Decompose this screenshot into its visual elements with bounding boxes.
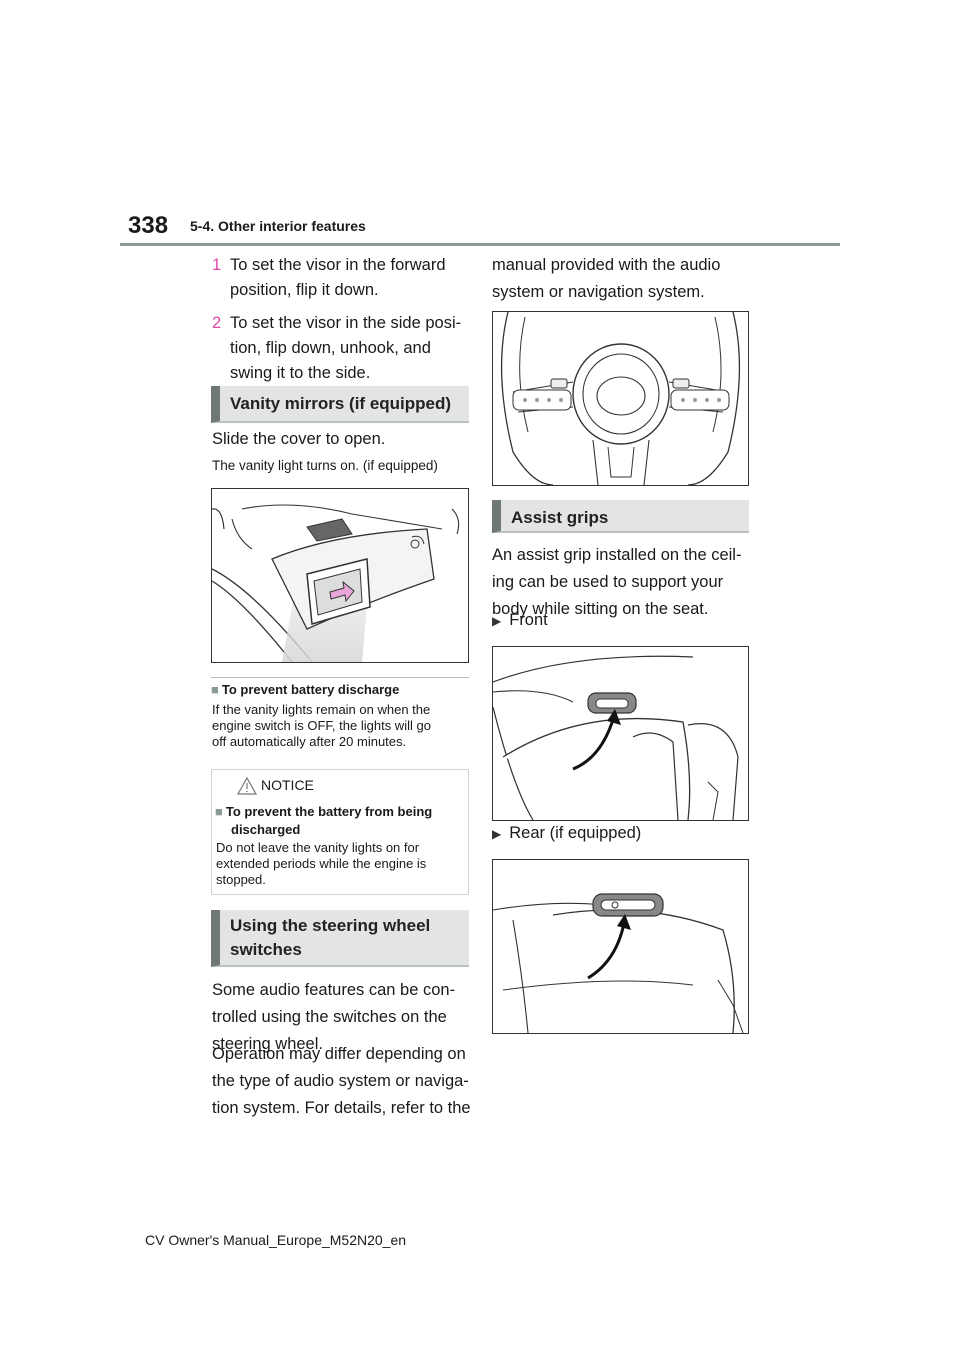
triangle-bullet-icon: ▶ [492,827,502,841]
front-grip-drawing [492,655,739,821]
rear-assist-grip-illustration [492,859,749,1034]
notice-text-line: extended periods while the engine is [216,856,427,871]
notice-text: Do not leave the vanity lights on for ex… [216,840,466,888]
step-number: 1 [212,256,222,274]
heading-line: switches [230,940,302,959]
assist-paragraph: An assist grip installed on the ceil- in… [492,542,754,623]
square-bullet-icon: ■ [211,682,219,697]
heading-line: Using the steering wheel [230,916,431,935]
paragraph-line: tion system. For details, refer to the [212,1099,471,1117]
step-text: position, flip it down. [230,281,379,299]
notice-text-line: Do not leave the vanity lights on for [216,840,420,855]
paragraph-line: system or navigation system. [492,283,705,301]
steering-paragraph-2: Operation may differ depending on the ty… [212,1041,474,1122]
steering-switches-heading: Using the steering wheel switches [211,910,469,967]
notice-title: ■To prevent the battery from being disch… [215,803,465,839]
paragraph-line: steering wheel. [212,1035,323,1053]
sun-visor-drawing [211,504,460,663]
paragraph-line: trolled using the switches on the [212,1008,447,1026]
rear-label-text: Rear (if equipped) [509,824,642,842]
rear-label: ▶ Rear (if equipped) [492,820,641,848]
step-text: swing it to the side. [230,364,371,382]
vanity-note: The vanity light turns on. (if equipped) [212,458,438,473]
paragraph-line: ing can be used to support your [492,573,724,591]
vanity-body: Slide the cover to open. [212,430,386,448]
note-divider [211,677,469,678]
battery-title: To prevent battery discharge [221,682,400,697]
paragraph-line: manual provided with the audio [492,256,721,274]
triangle-bullet-icon: ▶ [492,614,502,628]
steering-wheel-illustration [492,311,749,486]
square-bullet-icon: ■ [215,804,223,819]
paragraph-line: body while sitting on the seat. [492,600,709,618]
step-text: tion, flip down, unhook, and [230,339,431,357]
header-divider [120,243,840,246]
steering-wheel-drawing [500,311,741,486]
footer-manual-id: CV Owner's Manual_Europe_M52N20_en [145,1232,407,1248]
notice-title-line: discharged [231,822,301,837]
section-title: 5-4. Other interior features [190,218,366,234]
vanity-mirror-illustration [211,488,469,663]
continued-paragraph: manual provided with the audio system or… [492,252,752,306]
battery-note-title: ■To prevent battery discharge [211,681,399,699]
vanity-mirrors-heading: Vanity mirrors (if equipped) [211,386,469,423]
rear-grip-drawing [492,893,744,1034]
paragraph-line: Operation may differ depending on [212,1045,466,1063]
steering-paragraph-1: Some audio features can be con- trolled … [212,977,474,1058]
assist-grips-heading: Assist grips [492,500,749,533]
front-assist-grip-illustration [492,646,749,821]
notice-box: NOTICE ■To prevent the battery from bein… [211,769,469,895]
battery-text-line: If the vanity lights remain on when the [212,702,431,717]
battery-note-text: If the vanity lights remain on when the … [212,702,470,750]
step-text: To set the visor in the side posi- [230,314,462,332]
paragraph-line: the type of audio system or naviga- [212,1072,469,1090]
notice-text-line: stopped. [216,872,266,887]
page-number: 338 [128,212,169,239]
step-1: 1 To set the visor in the forward position… [212,253,472,303]
paragraph-line: An assist grip installed on the ceil- [492,546,742,564]
step-number: 2 [212,314,222,332]
step-text: To set the visor in the forward [230,256,446,274]
paragraph-line: Some audio features can be con- [212,981,456,999]
warning-triangle-icon [236,776,258,795]
battery-text-line: off automatically after 20 minutes. [212,734,407,749]
notice-label: NOTICE [261,777,314,793]
step-2: 2 To set the visor in the side posi-tion,… [212,311,472,386]
notice-title-line: To prevent the battery from being [225,804,433,819]
front-label: ▶ Front [492,607,548,635]
battery-text-line: engine switch is OFF, the lights will go [212,718,431,733]
front-label-text: Front [509,611,548,629]
